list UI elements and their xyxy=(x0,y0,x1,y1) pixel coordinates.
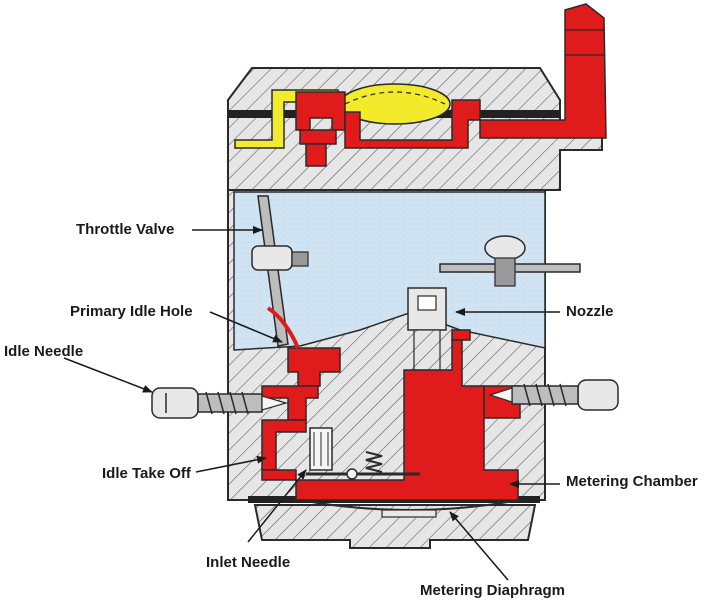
nozzle-assembly xyxy=(407,287,447,371)
label-metering-diaphragm: Metering Diaphragm xyxy=(420,582,565,599)
label-inlet-needle: Inlet Needle xyxy=(206,554,290,571)
label-idle-needle: Idle Needle xyxy=(4,343,83,360)
label-nozzle: Nozzle xyxy=(566,303,614,320)
label-throttle-valve: Throttle Valve xyxy=(76,221,174,238)
fuel-jet-stream xyxy=(266,306,300,349)
label-idle-take-off: Idle Take Off xyxy=(102,465,192,482)
inlet-needle-assembly xyxy=(306,427,420,480)
high-speed-needle-screw xyxy=(488,379,619,411)
throttle-plate xyxy=(257,195,289,347)
metering-cover xyxy=(253,504,537,549)
choke-screw xyxy=(484,235,526,287)
idle-needle-screw xyxy=(151,387,289,419)
throttle-screw xyxy=(251,245,309,271)
label-primary-idle-hole: Primary Idle Hole xyxy=(70,303,193,320)
leader-lines xyxy=(63,226,560,581)
metering-spring xyxy=(365,451,383,473)
fuel-pump-passages xyxy=(295,3,607,167)
label-metering-chamber: Metering Chamber xyxy=(566,473,698,490)
idle-metering-circuit xyxy=(261,329,521,501)
